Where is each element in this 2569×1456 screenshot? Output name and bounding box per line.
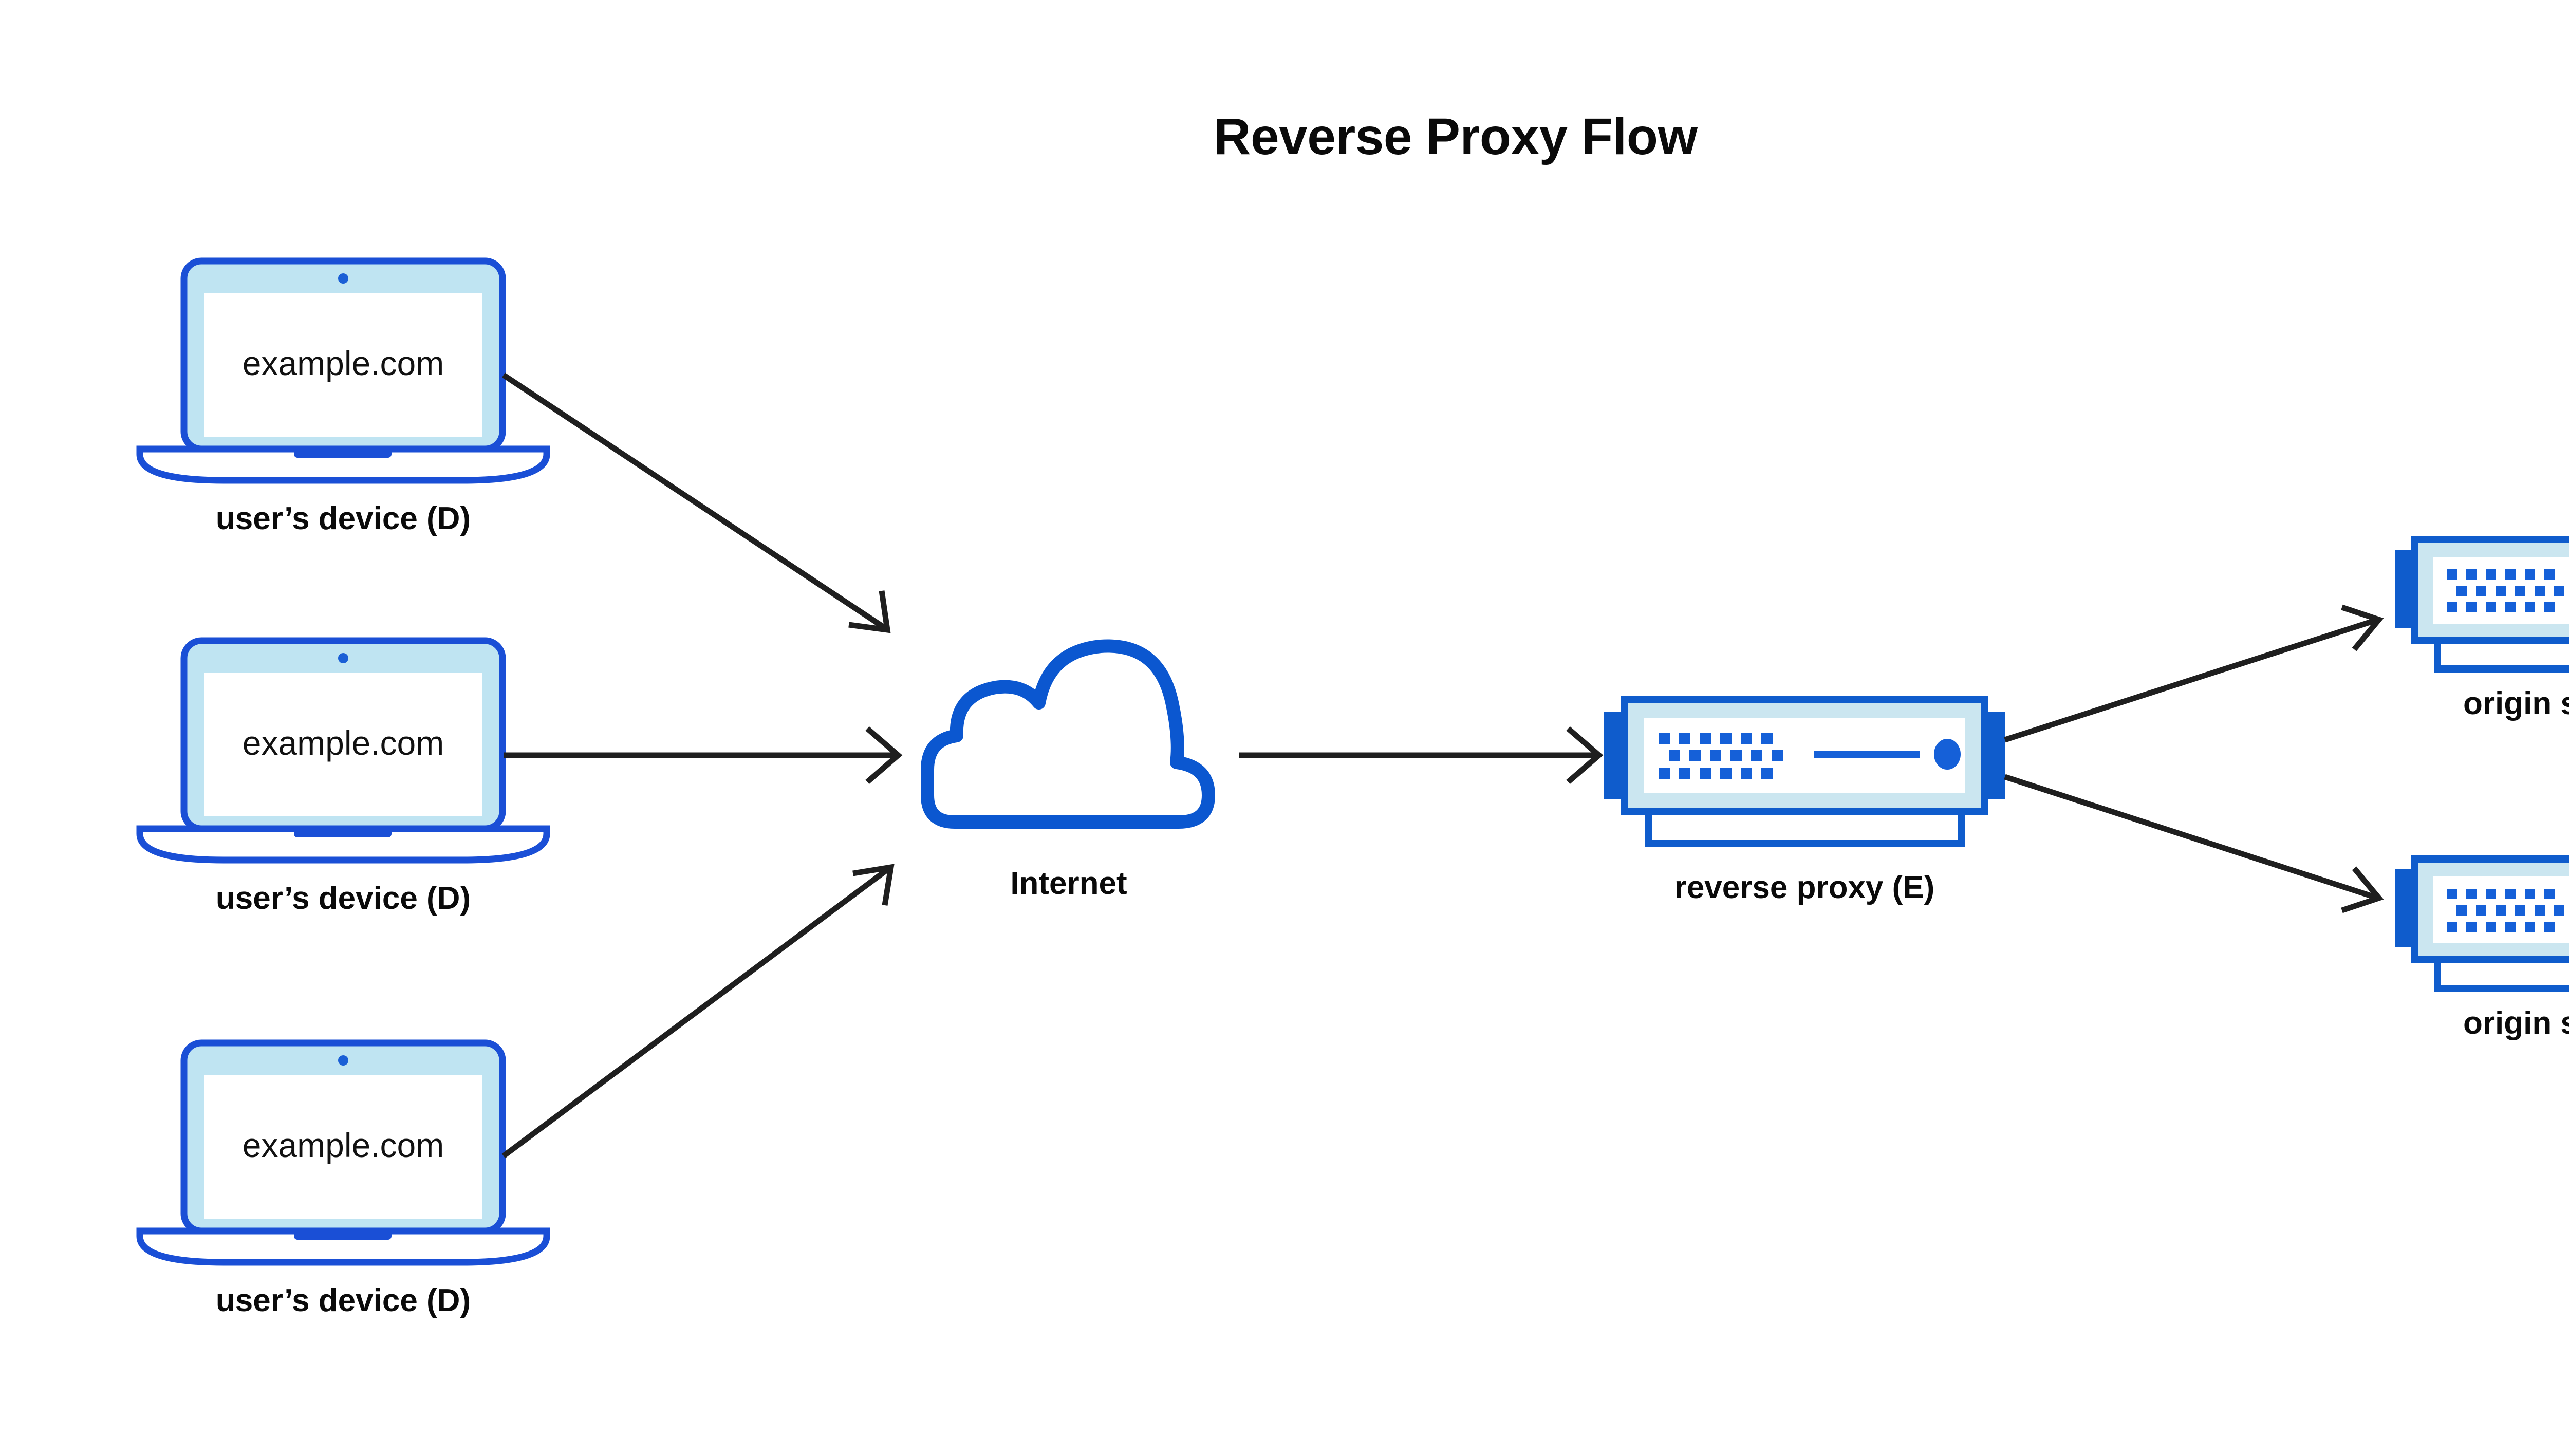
origin-server-node-1[interactable]: origin server (F): [2395, 536, 2569, 721]
client-node-3[interactable]: example.com user’s device (D): [136, 1039, 550, 1318]
edge-internet-proxy: [1239, 726, 1604, 785]
edge-client2-internet: [504, 726, 903, 785]
laptop-camera-icon: [338, 653, 348, 663]
server-vent-grid: [2447, 569, 2564, 612]
laptop-trackpad-notch: [294, 1231, 392, 1240]
laptop-base-bottom: [136, 445, 550, 484]
origin-server-node-2[interactable]: origin server (F): [2395, 855, 2569, 1041]
internet-node[interactable]: Internet: [921, 639, 1215, 901]
cloud-icon: [921, 639, 1215, 829]
client-label-2: user’s device (D): [216, 881, 471, 916]
server-vent-grid: [2447, 889, 2564, 932]
laptop-base-bottom: [136, 1227, 550, 1266]
edge-client1-internet: [501, 372, 891, 633]
internet-label: Internet: [1010, 866, 1127, 901]
server-stand: [1645, 808, 1965, 847]
laptop-camera-icon: [338, 273, 348, 284]
edge-proxy-origin1: [2004, 604, 2384, 743]
client-node-2[interactable]: example.com user’s device (D): [136, 637, 550, 916]
page-title: Reverse Proxy Flow: [1214, 108, 1698, 165]
server-stand: [2434, 956, 2569, 992]
client-label-3: user’s device (D): [216, 1283, 471, 1318]
laptop-screen-text: example.com: [243, 724, 444, 762]
laptop-screen: [204, 673, 482, 816]
server-status-bar: [1814, 751, 1920, 758]
laptop-screen-text: example.com: [243, 344, 444, 382]
origin-server-label-2: origin server (F): [2463, 1005, 2569, 1041]
server-stand: [2434, 637, 2569, 673]
laptop-screen: [204, 293, 482, 437]
edge-proxy-origin2: [2004, 774, 2384, 913]
laptop-screen-text: example.com: [243, 1126, 444, 1164]
client-node-1[interactable]: example.com user’s device (D): [136, 257, 550, 536]
origin-server-label-1: origin server (F): [2463, 686, 2569, 721]
server-vent-grid: [1659, 733, 1783, 779]
edge-client3-internet: [501, 864, 895, 1159]
server-led-icon: [1934, 739, 1961, 770]
reverse-proxy-node[interactable]: reverse proxy (E): [1604, 696, 2005, 905]
laptop-trackpad-notch: [294, 449, 392, 458]
reverse-proxy-label: reverse proxy (E): [1674, 870, 1935, 905]
laptop-screen: [204, 1075, 482, 1219]
client-label-1: user’s device (D): [216, 501, 471, 536]
laptop-trackpad-notch: [294, 829, 392, 837]
laptop-camera-icon: [338, 1055, 348, 1066]
laptop-base-bottom: [136, 825, 550, 864]
